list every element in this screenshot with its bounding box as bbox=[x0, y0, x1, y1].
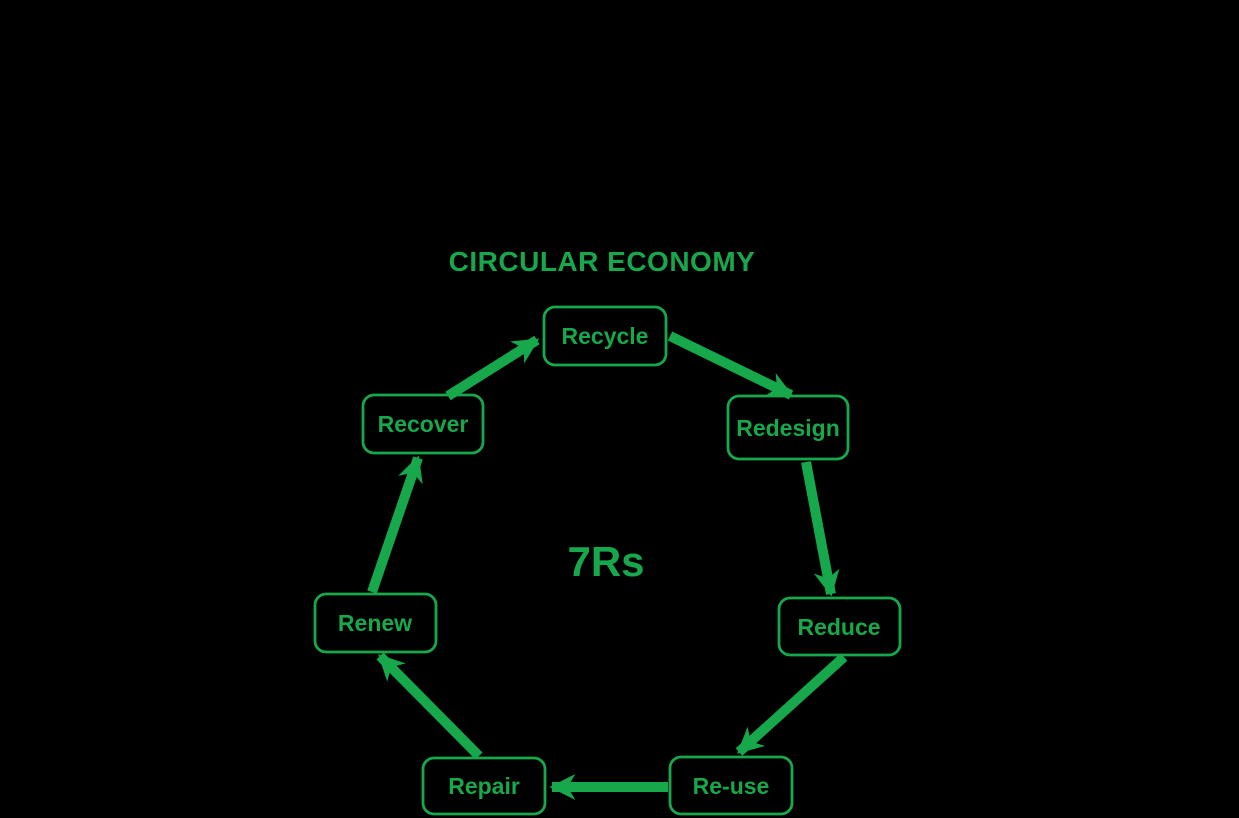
node-renew-box bbox=[313, 592, 438, 654]
node-reuse-label: Re-use bbox=[693, 773, 770, 799]
node-recover-box bbox=[361, 393, 485, 455]
arrow-renew-to-recover bbox=[367, 455, 423, 594]
node-renew: Renew bbox=[313, 592, 438, 654]
node-recycle-label: Recycle bbox=[562, 323, 649, 349]
node-reduce-box bbox=[777, 596, 902, 657]
arrow-repair-to-renew bbox=[376, 652, 483, 760]
node-reuse: Re-use bbox=[668, 755, 794, 816]
node-recycle: Recycle bbox=[542, 305, 668, 367]
node-repair: Repair bbox=[421, 756, 547, 816]
node-recover: Recover bbox=[361, 393, 485, 455]
diagram-title: CIRCULAR ECONOMY bbox=[449, 246, 756, 277]
node-redesign-box bbox=[726, 394, 850, 461]
node-reduce: Reduce bbox=[777, 596, 902, 657]
arrow-reduce-to-reuse bbox=[735, 653, 848, 756]
node-repair-box bbox=[421, 756, 547, 816]
node-reuse-box bbox=[668, 755, 794, 816]
arrow-recycle-to-redesign bbox=[667, 331, 794, 400]
node-redesign: Redesign bbox=[726, 394, 850, 461]
node-renew-label: Renew bbox=[338, 610, 412, 636]
arrow-recover-to-recycle bbox=[445, 335, 540, 401]
node-redesign-label: Redesign bbox=[736, 415, 840, 441]
node-reduce-label: Reduce bbox=[797, 614, 880, 640]
arrow-redesign-to-reduce bbox=[801, 461, 840, 597]
center-label: 7Rs bbox=[567, 538, 644, 585]
node-recycle-box bbox=[542, 305, 668, 367]
node-recover-label: Recover bbox=[378, 411, 469, 437]
node-repair-label: Repair bbox=[448, 773, 520, 799]
